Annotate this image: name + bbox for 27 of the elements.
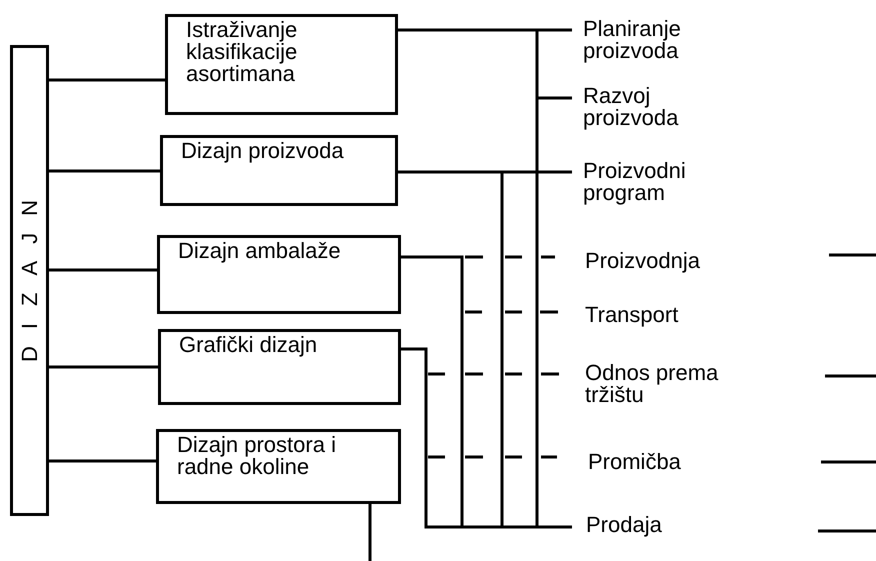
- connector-line: [48, 366, 158, 368]
- item-label: Proizvodnja: [585, 250, 701, 272]
- category-box: [157, 235, 401, 314]
- box-label: Istraživanje klasifikacije asortimana: [186, 19, 298, 85]
- connector-line: [368, 504, 372, 561]
- box-label: Grafički dizajn: [179, 334, 318, 356]
- box-label: Dizajn prostora i radne okoline: [177, 434, 337, 478]
- item-label: Proizvodni program: [583, 160, 687, 204]
- box-label: Dizajn proizvoda: [181, 140, 345, 162]
- item-label: Promičba: [588, 451, 682, 473]
- connector-line: [48, 170, 160, 172]
- category-box: [165, 14, 398, 115]
- title-box: [10, 45, 49, 516]
- item-label: Prodaja: [586, 514, 663, 536]
- connector-line: [48, 78, 165, 82]
- connector-line: [401, 348, 572, 528]
- category-box: [156, 429, 401, 504]
- connector-line: [48, 460, 156, 462]
- vertical-title: DIZAJN: [18, 182, 40, 364]
- item-label: Razvoj proizvoda: [583, 85, 680, 129]
- item-label: Planiranje proizvoda: [583, 18, 682, 62]
- box-label: Dizajn ambalaže: [178, 240, 342, 262]
- connector-line: [48, 268, 157, 272]
- category-box: [158, 329, 401, 405]
- category-box: [160, 135, 398, 206]
- item-label: Odnos prema tržištu: [585, 362, 720, 406]
- item-label: Transport: [585, 304, 680, 326]
